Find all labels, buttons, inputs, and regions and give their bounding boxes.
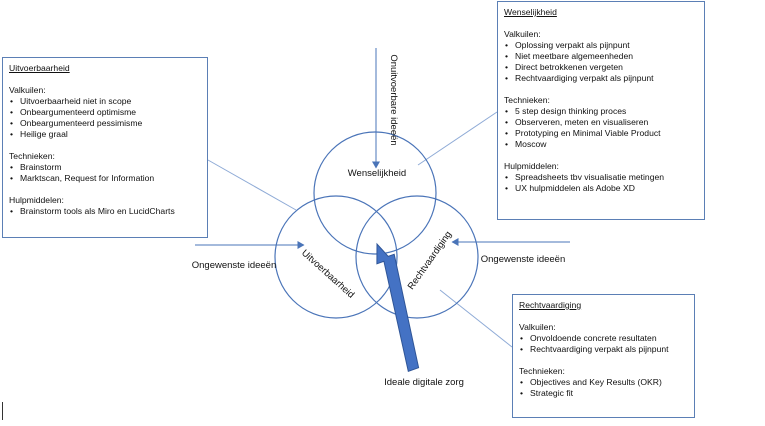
section-hulpmiddelen: Hulpmiddelen: Spreadsheets tbv visualisa…: [504, 161, 698, 194]
list-item: Heilige graal: [9, 129, 201, 140]
circle-label-uitvoerbaarheid: Uitvoerbaarheid: [299, 248, 356, 301]
section-heading: Technieken:: [504, 95, 550, 105]
list-item: Moscow: [504, 139, 698, 150]
section-valkuilen: Valkuilen: Oplossing verpakt als pijnpun…: [504, 29, 698, 84]
circle-label-wenselijkheid: Wenselijkheid: [348, 168, 406, 179]
list-item: Spreadsheets tbv visualisatie metingen: [504, 172, 698, 183]
list-item: Rechtvaardiging verpakt als pijnpunt: [504, 73, 698, 84]
section-heading: Technieken:: [519, 366, 565, 376]
section-heading: Technieken:: [9, 151, 55, 161]
section-heading: Valkuilen:: [519, 322, 556, 332]
section-technieken: Technieken: 5 step design thinking proce…: [504, 95, 698, 150]
circle-rechtvaardiging: [355, 195, 479, 319]
connector-rechtvaardiging: [439, 289, 513, 348]
list-item: Prototyping en Minimal Viable Product: [504, 128, 698, 139]
box-wenselijkheid-title: Wenselijkheid: [504, 7, 557, 17]
list-item: Brainstorm tools als Miro en LucidCharts: [9, 206, 201, 217]
circle-uitvoerbaarheid: [274, 195, 398, 319]
box-uitvoerbaarheid: Uitvoerbaarheid Valkuilen: Uitvoerbaarhe…: [2, 57, 208, 238]
list-item: Onvoldoende concrete resultaten: [519, 333, 688, 344]
list-item: Marktscan, Request for Information: [9, 173, 201, 184]
section-valkuilen: Valkuilen: Uitvoerbaarheid niet in scope…: [9, 85, 201, 140]
connector-wenselijkheid: [417, 111, 498, 166]
section-hulpmiddelen: Hulpmiddelen: Brainstorm tools als Miro …: [9, 195, 201, 217]
list-item: Objectives and Key Results (OKR): [519, 377, 688, 388]
arrow-label-right: Ongewenste ideeën: [481, 254, 566, 265]
box-rechtvaardiging-title: Rechtvaardiging: [519, 300, 582, 310]
circle-wenselijkheid: [313, 131, 437, 255]
list-item: Onbeargumenteerd optimisme: [9, 107, 201, 118]
section-heading: Valkuilen:: [9, 85, 46, 95]
list-item: Onbeargumenteerd pessimisme: [9, 118, 201, 129]
list-item: Strategic fit: [519, 388, 688, 399]
section-technieken: Technieken: Objectives and Key Results (…: [519, 366, 688, 399]
connector-uitvoerbaarheid: [207, 159, 297, 211]
box-uitvoerbaarheid-title: Uitvoerbaarheid: [9, 63, 70, 73]
list-item: Brainstorm: [9, 162, 201, 173]
text-cursor: [2, 402, 3, 420]
section-heading: Hulpmiddelen:: [504, 161, 559, 171]
section-technieken: Technieken: Brainstorm Marktscan, Reques…: [9, 151, 201, 184]
arrow-label-bottom: Ideale digitale zorg: [384, 377, 464, 388]
section-valkuilen: Valkuilen: Onvoldoende concrete resultat…: [519, 322, 688, 355]
section-heading: Valkuilen:: [504, 29, 541, 39]
list-item: Direct betrokkenen vergeten: [504, 62, 698, 73]
arrow-label-top: Onuitvoerbare ideeën: [388, 54, 399, 145]
list-item: Oplossing verpakt als pijnpunt: [504, 40, 698, 51]
section-heading: Hulpmiddelen:: [9, 195, 64, 205]
arrow-label-left: Ongewenste ideeën: [192, 260, 277, 271]
list-item: Rechtvaardiging verpakt als pijnpunt: [519, 344, 688, 355]
list-item: UX hulpmiddelen als Adobe XD: [504, 183, 698, 194]
circle-label-rechtvaardiging: Rechtvaardiging: [406, 229, 454, 292]
list-item: 5 step design thinking proces: [504, 106, 698, 117]
list-item: Observeren, meten en visualiseren: [504, 117, 698, 128]
box-wenselijkheid: Wenselijkheid Valkuilen: Oplossing verpa…: [497, 1, 705, 220]
list-item: Uitvoerbaarheid niet in scope: [9, 96, 201, 107]
arrow-ideale-zorg: [376, 242, 420, 372]
box-rechtvaardiging: Rechtvaardiging Valkuilen: Onvoldoende c…: [512, 294, 695, 418]
list-item: Niet meetbare algemeenheden: [504, 51, 698, 62]
